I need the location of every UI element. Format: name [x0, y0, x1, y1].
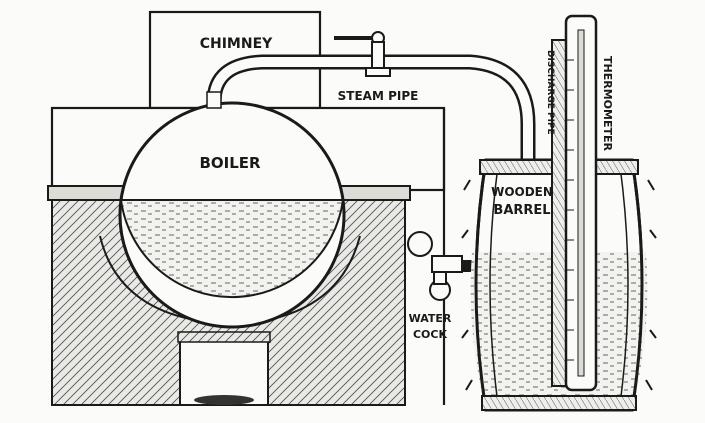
water-label: WATER — [409, 312, 452, 325]
steam-valve-icon — [334, 31, 391, 77]
chimney-label: CHIMNEY — [200, 36, 273, 52]
thermometer-icon — [564, 14, 598, 392]
thermometer-label: THERMOMETER — [601, 56, 614, 151]
barrel-label: BARREL — [493, 203, 550, 218]
water-cock-icon — [407, 231, 472, 301]
steam-pipe-label: STEAM PIPE — [338, 89, 419, 103]
boiler — [118, 101, 346, 329]
discharge-pipe-label: DISCHARGE PIPE — [545, 50, 555, 135]
wooden-label: WOODEN — [491, 185, 553, 199]
cock-label: COCK — [413, 328, 447, 341]
steam-pipe — [206, 54, 536, 160]
boiler-label: BOILER — [199, 154, 261, 172]
